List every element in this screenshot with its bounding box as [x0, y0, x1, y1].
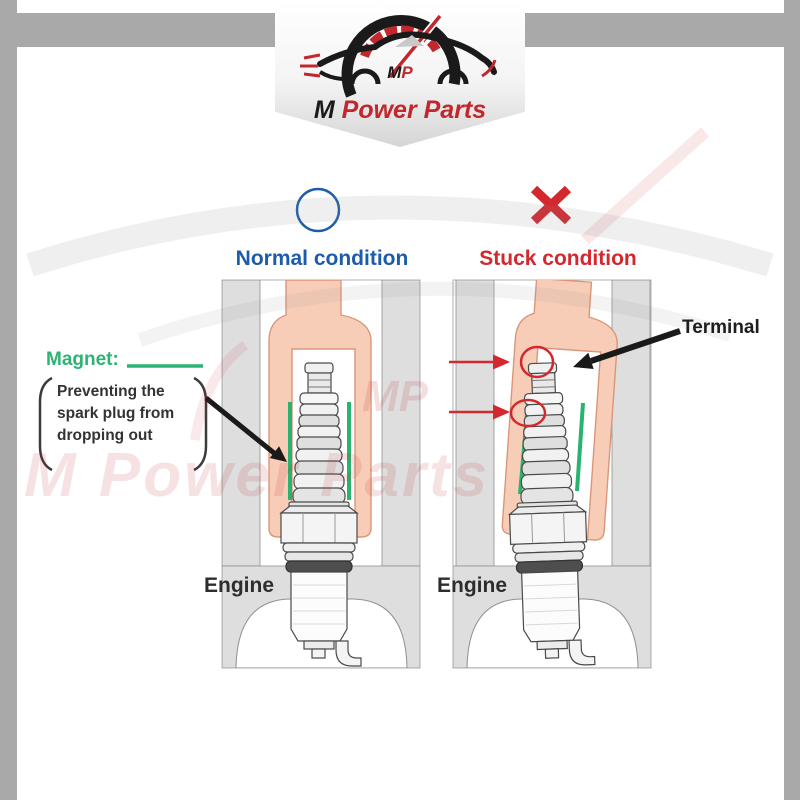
magnet-note-line-1: Preventing the	[57, 383, 165, 400]
engine-wall-left	[455, 280, 495, 567]
stuck-point-circle-1	[519, 345, 555, 379]
brand-name-rest: Power Parts	[341, 96, 487, 124]
brand-name-m: M	[313, 96, 335, 124]
rear-accent	[481, 59, 497, 78]
note-bracket-left	[38, 376, 53, 472]
magnet-label: Magnet:	[46, 349, 119, 370]
magnet-strip-right	[347, 402, 351, 500]
speed-dashes	[300, 53, 321, 78]
speedometer-arc	[341, 15, 461, 98]
magnet-note-line-3: dropping out	[57, 427, 153, 444]
engine-label-right: Engine	[437, 574, 508, 597]
engine-wall-right	[611, 280, 651, 567]
car-windshield	[395, 35, 424, 47]
magnet-note-line-2: spark plug from	[57, 405, 175, 422]
car-front-wheel-arc	[349, 68, 381, 85]
monogram-m: M	[387, 63, 402, 82]
stuck-cross-icon	[530, 185, 572, 225]
right-gray-band	[784, 0, 800, 800]
terminal-arrow	[573, 328, 681, 369]
brand-logo-icon	[300, 13, 497, 98]
normal-condition-label: Normal condition	[235, 247, 409, 270]
magnet-strip-left	[288, 402, 292, 500]
terminal-label: Terminal	[682, 317, 760, 338]
stuck-panel	[449, 279, 681, 669]
car-rear-wheel-arc	[437, 68, 469, 85]
magnet-strip-right	[575, 402, 585, 492]
stuck-arrow-2	[449, 404, 510, 420]
stuck-arrow-1	[449, 354, 510, 370]
engine-label-left: Engine	[204, 574, 275, 597]
stuck-condition-label: Stuck condition	[479, 247, 637, 270]
car-roofline	[317, 31, 497, 75]
bumper-line	[318, 70, 343, 81]
needle	[388, 14, 442, 79]
normal-ok-icon	[295, 187, 341, 233]
magnet-note-arrow	[204, 396, 287, 462]
monogram-p: P	[401, 63, 413, 82]
normal-panel	[221, 279, 421, 669]
magnet-note: Preventing the spark plug from dropping …	[57, 381, 197, 447]
left-gray-band	[0, 0, 17, 800]
brand-monogram: MP	[275, 63, 525, 83]
engine-wall-left	[222, 280, 261, 567]
stuck-point-circle-2	[509, 398, 547, 428]
engine-wall-right	[381, 280, 420, 567]
note-bracket-right	[193, 376, 208, 472]
